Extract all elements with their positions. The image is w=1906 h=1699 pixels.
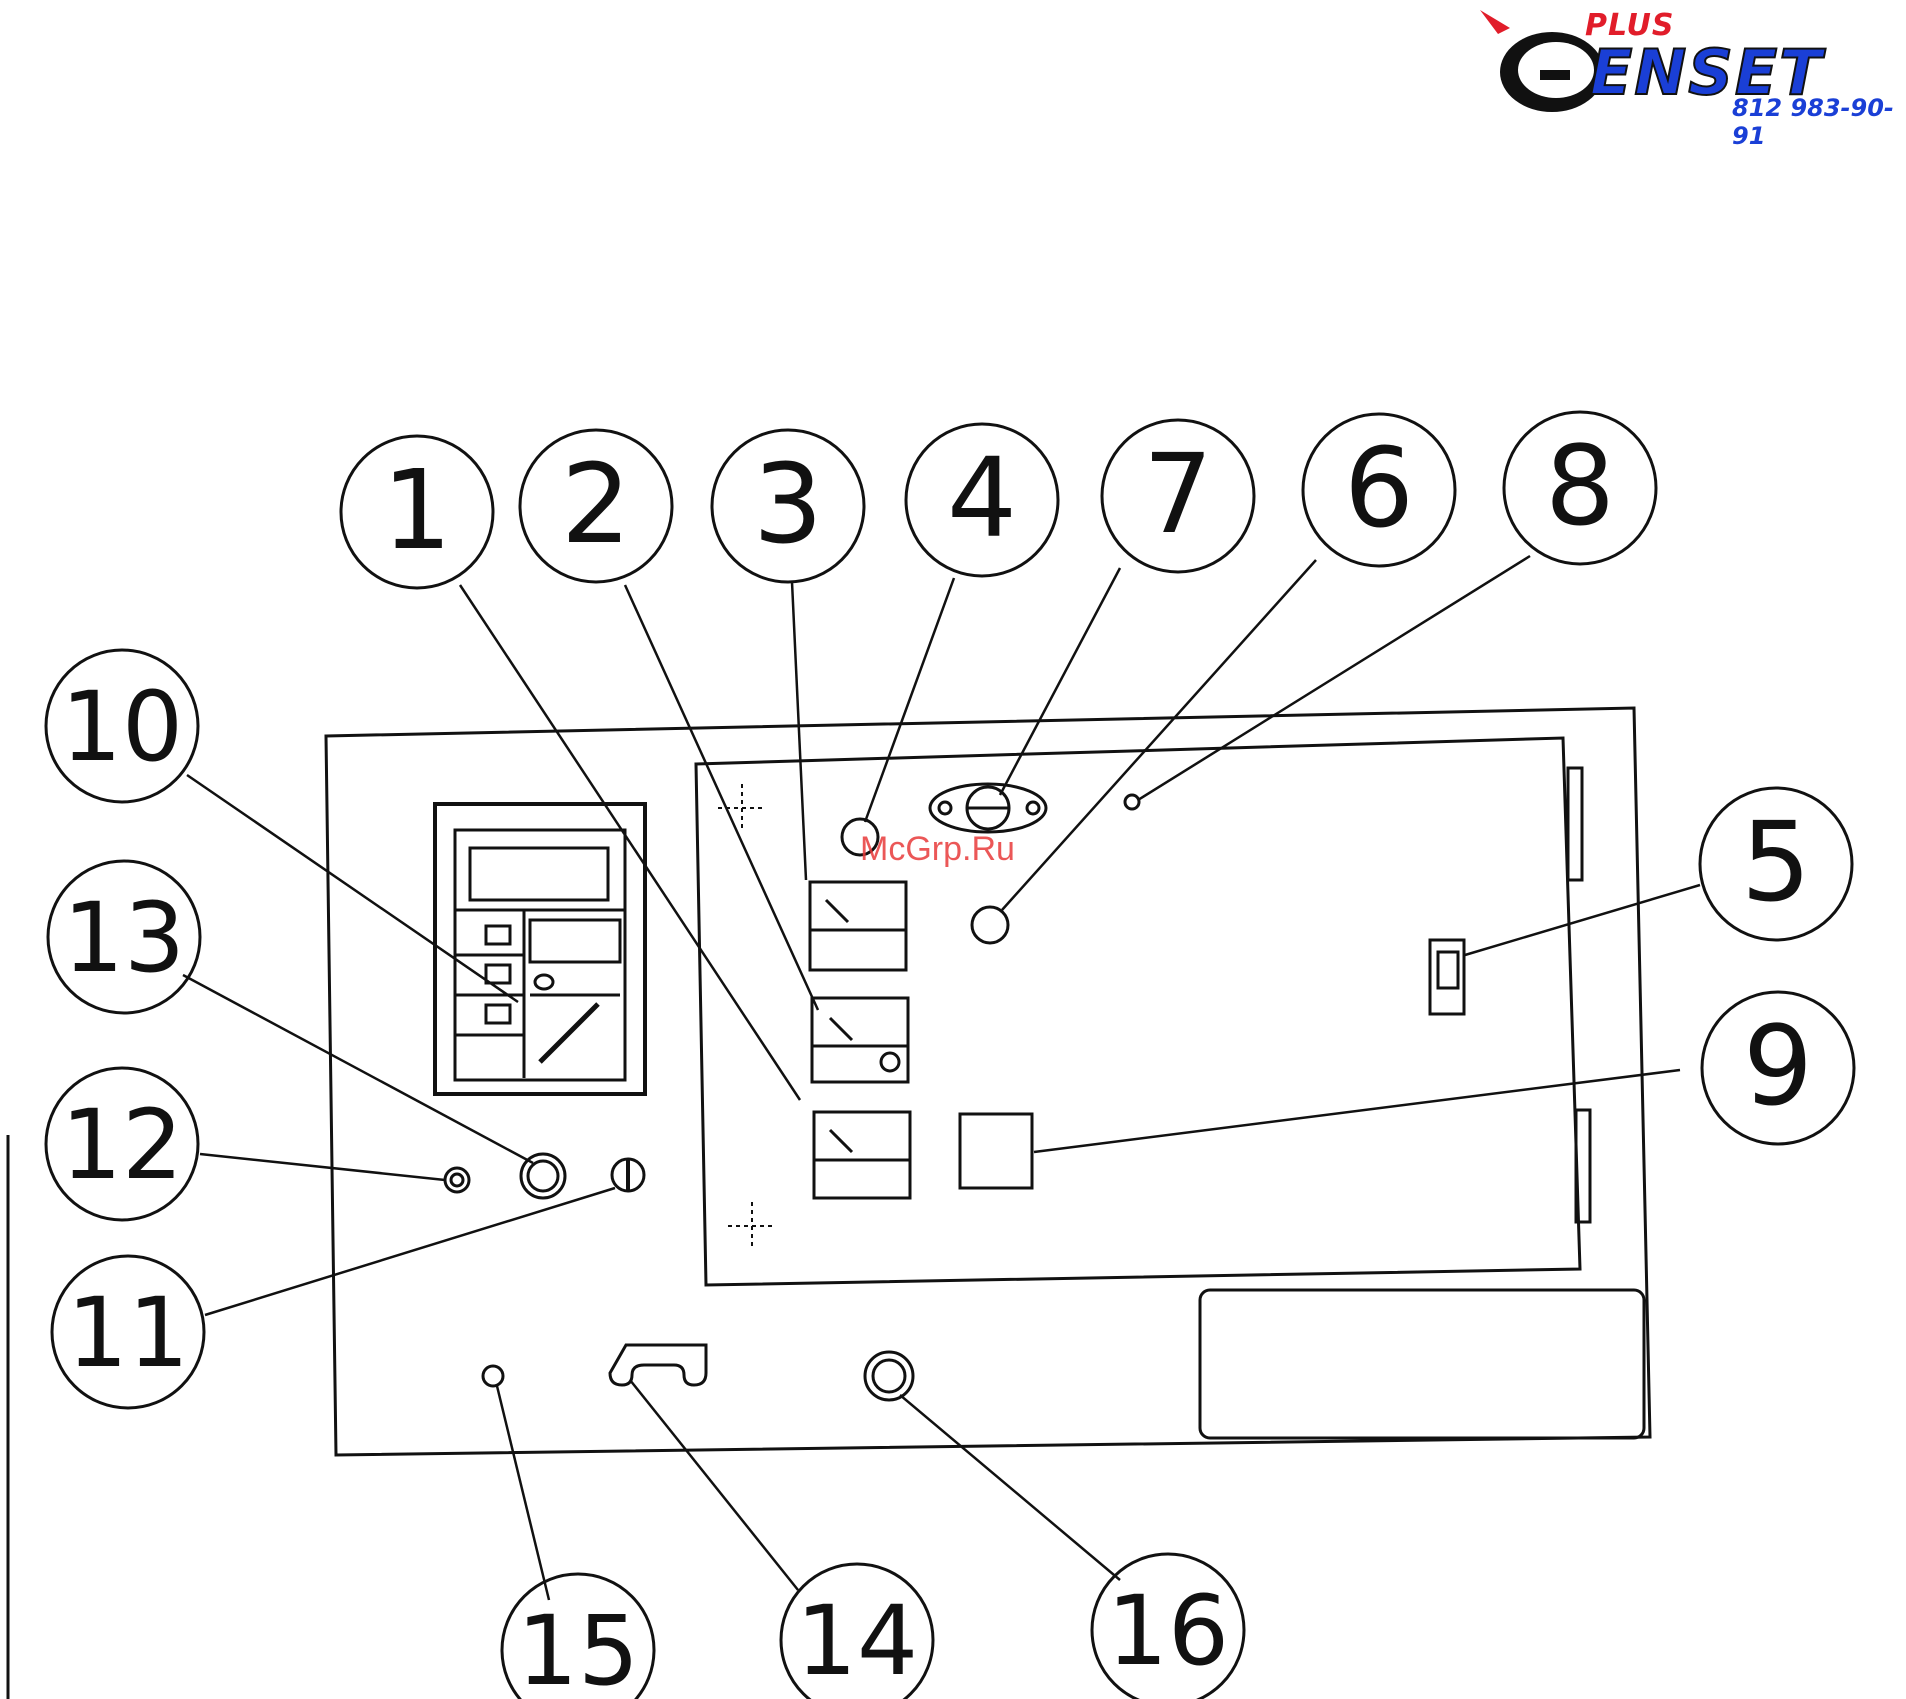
callout-circles (46, 412, 1854, 1699)
controller-button-c (486, 1005, 510, 1023)
callout-4: 4 (947, 434, 1017, 562)
component-5-rocker (1438, 952, 1458, 988)
callout-1: 1 (382, 446, 452, 574)
component-12-lamp (445, 1168, 469, 1192)
component-12-lamp-inner (451, 1174, 463, 1186)
controller-slash-mark (540, 1004, 598, 1062)
callout-3: 3 (753, 440, 823, 568)
inner-panel (696, 738, 1580, 1285)
callout-10: 10 (61, 671, 183, 783)
meter-3-needle (826, 900, 848, 922)
callout-12: 12 (61, 1089, 183, 1201)
controller-button-b (486, 965, 510, 983)
meter-1 (814, 1112, 910, 1198)
component-8-screw (1125, 795, 1139, 809)
controller-display (470, 848, 608, 900)
component-14-handle (610, 1345, 706, 1385)
nameplate-area (1200, 1290, 1644, 1438)
controller-button-a (486, 926, 510, 944)
right-bracket-top (1568, 768, 1582, 880)
component-13-button-inner (528, 1161, 558, 1191)
callout-15: 15 (517, 1595, 639, 1699)
component-15-hole (483, 1366, 503, 1386)
callout-13: 13 (63, 882, 185, 994)
callout-2: 2 (561, 440, 631, 568)
callout-9: 9 (1743, 1002, 1813, 1130)
controller-label-box (530, 920, 620, 962)
component-9-box (960, 1114, 1032, 1188)
component-6-knob (972, 907, 1008, 943)
component-7-hole-right (1027, 802, 1039, 814)
meter-2-knob (881, 1053, 899, 1071)
component-7-hole-left (939, 802, 951, 814)
callout-11: 11 (67, 1277, 189, 1389)
crosshair-bottom (728, 1202, 776, 1250)
controller-led (535, 975, 553, 989)
callout-14: 14 (796, 1585, 918, 1697)
callout-6: 6 (1344, 424, 1414, 552)
watermark-text: McGrp.Ru (860, 830, 1015, 869)
callout-7: 7 (1143, 430, 1213, 558)
callout-16: 16 (1107, 1575, 1229, 1687)
meter-3 (810, 882, 906, 970)
component-16-socket-inner (873, 1360, 905, 1392)
callout-8: 8 (1545, 422, 1615, 550)
meter-1-needle (830, 1130, 852, 1152)
meter-2-needle (830, 1018, 852, 1040)
callout-5: 5 (1741, 798, 1811, 926)
